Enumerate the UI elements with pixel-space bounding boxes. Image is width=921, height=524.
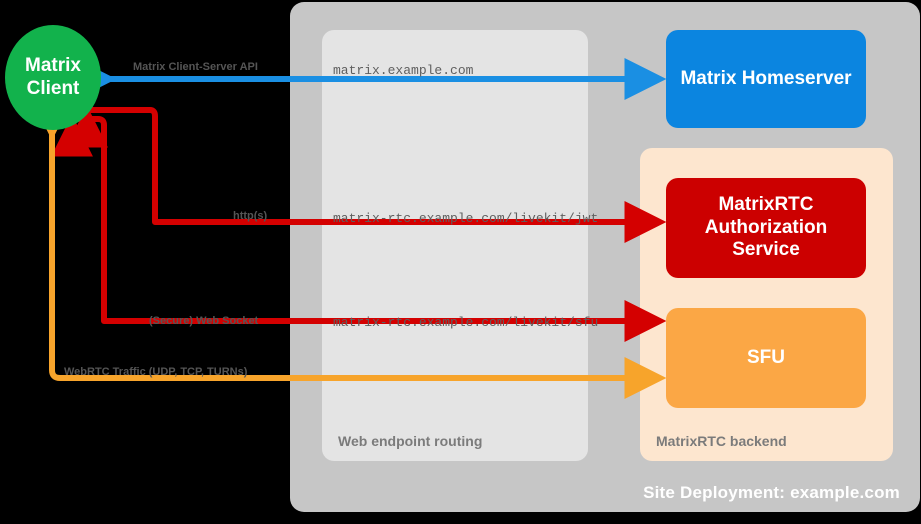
web-endpoint-routing-label: Web endpoint routing [338,433,483,449]
site-deployment-label: Site Deployment: example.com [643,483,900,502]
sfu-label: SFU [747,346,785,368]
endpoint-matrix-example-com: matrix.example.com [333,63,474,78]
edge-label-webrtc-traffic: WebRTC Traffic (UDP, TCP, TURNs) [64,366,248,378]
matrix-client-label-line1: Matrix [25,55,81,77]
matrixrtc-backend-label: MatrixRTC backend [656,433,787,449]
edge-label-matrix-client-server-api: Matrix Client-Server API [133,61,258,73]
rtc-auth-label-line1: MatrixRTC [718,194,814,216]
endpoint-livekit-jwt: matrix-rtc.example.com/livekit/jwt [333,211,599,226]
rtc-auth-label-line2: Authorization [704,216,828,238]
matrix-homeserver-label: Matrix Homeserver [680,67,852,89]
edge-webrtc-traffic [31,98,667,399]
rtc-auth-label-line3: Service [732,239,800,261]
edge-label-http: http(s) [233,210,268,222]
edge-http-jwt [66,105,667,243]
node-matrix-client[interactable]: Matrix Client [5,25,101,130]
endpoint-livekit-sfu: matrix-rtc.example.com/livekit/sfu [333,315,599,330]
matrix-client-label-line2: Client [26,77,80,99]
edge-label-secure-websocket: (Secure) Web Socket [149,315,259,327]
node-sfu[interactable]: SFU [666,308,866,408]
node-matrix-homeserver[interactable]: Matrix Homeserver [666,30,866,128]
node-matrixrtc-authorization-service[interactable]: MatrixRTC Authorization Service [666,178,866,278]
